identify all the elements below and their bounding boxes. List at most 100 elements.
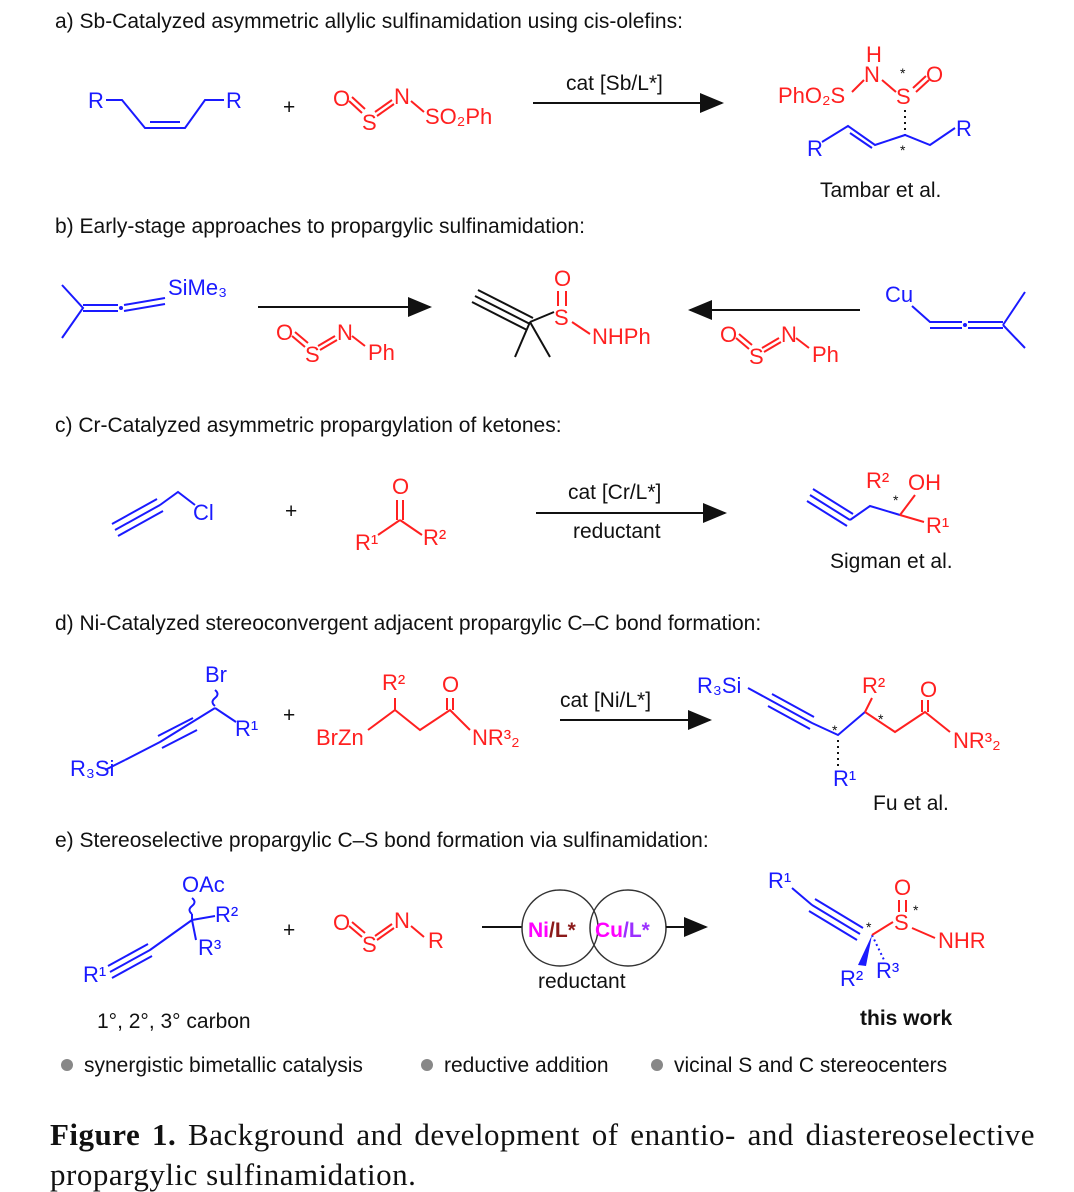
heading-b: b) Early-stage approaches to propargylic… xyxy=(55,215,585,238)
cis-olefin: R R xyxy=(88,88,242,129)
ni-cycle xyxy=(521,889,599,967)
label: R² xyxy=(382,670,405,695)
organozinc: BrZn R² O NR³₂ xyxy=(316,670,520,750)
label: R xyxy=(226,88,242,113)
label: N xyxy=(394,908,410,933)
label: R² xyxy=(862,673,885,698)
propargyl-bromide: Br R¹ R₃Si xyxy=(70,662,258,781)
label: O xyxy=(333,86,350,111)
label: Cu xyxy=(885,282,913,307)
plus: + xyxy=(283,919,295,942)
label: R¹ xyxy=(768,868,791,893)
label: Cl xyxy=(193,500,214,525)
label: R xyxy=(956,116,972,141)
ketone: O R¹ R² xyxy=(355,474,446,555)
label: Ph xyxy=(368,340,395,365)
label: SO₂Ph xyxy=(425,104,492,129)
label: N xyxy=(781,322,797,347)
label: R¹ xyxy=(83,962,106,987)
label: R¹ xyxy=(833,766,856,791)
plus: + xyxy=(285,500,297,523)
credit-c: Sigman et al. xyxy=(830,550,953,573)
label: R¹ xyxy=(355,530,378,555)
plus: + xyxy=(283,96,295,119)
sulfinylamine-b1: O S N Ph xyxy=(276,320,395,367)
scheme: a) Sb-Catalyzed asymmetric allylic sulfi… xyxy=(55,10,1026,1077)
label: * xyxy=(900,142,906,158)
label: BrZn xyxy=(316,725,364,750)
label: O xyxy=(442,672,459,697)
label: R² xyxy=(423,525,446,550)
figure-caption: Figure 1. Background and development of … xyxy=(50,1115,1035,1192)
label: R² xyxy=(840,966,863,991)
bullet-3: vicinal S and C stereocenters xyxy=(674,1054,947,1077)
label: R₃Si xyxy=(70,756,114,781)
condition-d: cat [Ni/L*] xyxy=(560,689,651,712)
homopropargylic-alcohol: R² OH R¹ * xyxy=(806,468,949,538)
label: N xyxy=(337,320,353,345)
label: O xyxy=(333,910,350,935)
label: R xyxy=(428,928,444,953)
label: SiMe₃ xyxy=(168,275,227,300)
label: Br xyxy=(205,662,227,687)
label: NHR xyxy=(938,928,986,953)
label: O xyxy=(720,322,737,347)
product-e: R¹ S O NHR R² R³ * * xyxy=(768,868,986,991)
label: * xyxy=(900,65,906,81)
sulfinylamine-a: O S N SO₂Ph xyxy=(333,84,492,135)
label: N xyxy=(394,84,410,109)
propargylic-acetate: OAc R² R³ R¹ xyxy=(83,872,238,987)
label: Cu/L* xyxy=(595,919,651,942)
substrate-note: 1°, 2°, 3° carbon xyxy=(97,1010,251,1033)
caption-label: Figure 1. xyxy=(50,1117,177,1152)
product-a: PhO₂S H N S O * R R * xyxy=(778,42,972,161)
label: N xyxy=(864,62,880,87)
label: O xyxy=(276,320,293,345)
label: NHPh xyxy=(592,324,651,349)
label: O xyxy=(392,474,409,499)
label: S xyxy=(894,910,909,935)
label: S xyxy=(896,84,911,109)
allenylsilane: SiMe₃ xyxy=(61,275,227,339)
label: OH xyxy=(908,470,941,495)
heading-d: d) Ni-Catalyzed stereoconvergent adjacen… xyxy=(55,612,761,635)
label: NR³₂ xyxy=(472,725,520,750)
sulfinylamine-e: O S N R xyxy=(333,908,444,957)
label: R¹ xyxy=(926,513,949,538)
label: R² xyxy=(866,468,889,493)
feature-bullets: synergistic bimetallic catalysis reducti… xyxy=(61,1054,947,1077)
credit-a: Tambar et al. xyxy=(820,179,941,202)
label: R² xyxy=(215,902,238,927)
plus: + xyxy=(283,704,295,727)
label: S xyxy=(362,110,377,135)
heading-e: e) Stereoselective propargylic C–S bond … xyxy=(55,829,709,852)
label: R xyxy=(88,88,104,113)
label: R³ xyxy=(198,935,221,960)
label: R¹ xyxy=(235,716,258,741)
label: * xyxy=(832,722,838,738)
credit-d: Fu et al. xyxy=(873,792,949,815)
product-d: R₃Si R¹ R² O NR³₂ * * xyxy=(697,673,1001,791)
label: NR³₂ xyxy=(953,728,1001,753)
label: R xyxy=(807,136,823,161)
label: * xyxy=(913,902,919,918)
label: O xyxy=(920,677,937,702)
label: S xyxy=(749,344,764,369)
label: S xyxy=(305,342,320,367)
heading-c: c) Cr-Catalyzed asymmetric propargylatio… xyxy=(55,414,562,437)
label: * xyxy=(878,711,884,727)
catalytic-cycles: Ni/L* Cu/L* xyxy=(482,889,708,967)
label: OAc xyxy=(182,872,225,897)
reductant-c: reductant xyxy=(573,520,661,543)
credit-e: this work xyxy=(860,1007,953,1030)
condition-a: cat [Sb/L*] xyxy=(566,72,663,95)
allenylcopper: Cu xyxy=(885,282,1026,349)
label: Ph xyxy=(812,342,839,367)
label: * xyxy=(866,919,872,935)
label: O xyxy=(894,875,911,900)
sulfinylamine-b2: O S N Ph xyxy=(720,322,839,369)
label: R³ xyxy=(876,958,899,983)
condition-c: cat [Cr/L*] xyxy=(568,481,661,504)
propargylic-sulfinamide-b: S O NHPh xyxy=(471,266,651,358)
label: R₃Si xyxy=(697,673,741,698)
